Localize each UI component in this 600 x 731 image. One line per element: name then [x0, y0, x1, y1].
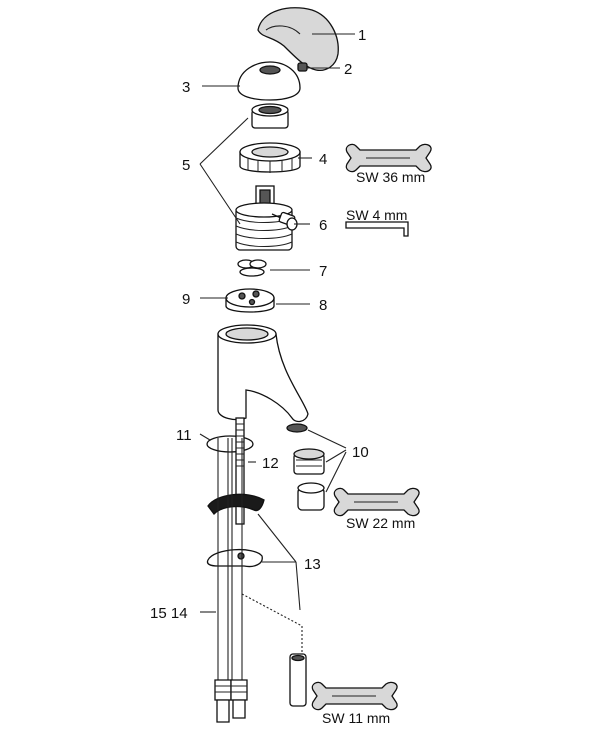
callout-4: 4 [319, 151, 327, 168]
wrench-icon-11 [311, 681, 398, 711]
callout-1: 1 [358, 27, 366, 44]
callout-7: 7 [319, 263, 327, 280]
callout-5: 5 [182, 157, 190, 174]
o-rings [237, 259, 267, 277]
callout-8: 8 [319, 297, 327, 314]
callout-12: 12 [262, 455, 279, 472]
callout-15-14: 15 14 [150, 605, 188, 622]
valve-disc [225, 288, 275, 313]
callout-3: 3 [182, 79, 190, 96]
faucet-body [217, 324, 309, 423]
hex-screw [271, 211, 298, 231]
threaded-rod [235, 417, 245, 525]
callout-2: 2 [344, 61, 352, 78]
base-o-ring [206, 435, 254, 453]
fixing-plate [206, 548, 263, 568]
callout-11: 11 [176, 427, 192, 444]
wrench-icon-36 [345, 143, 432, 173]
ring-upper [251, 103, 289, 129]
callout-9: 9 [182, 291, 190, 308]
pop-up-rod [241, 593, 307, 707]
cover-cap [237, 61, 301, 101]
wrench-label-11: SW 11 mm [322, 710, 390, 726]
wrench-label-4: SW 4 mm [346, 207, 407, 223]
wrench-label-22: SW 22 mm [346, 515, 415, 531]
allen-key-icon [345, 221, 409, 237]
wrench-label-36: SW 36 mm [356, 169, 425, 185]
lever-handle [257, 7, 339, 72]
cartridge [235, 185, 293, 251]
callout-6: 6 [319, 217, 327, 234]
callout-10: 10 [352, 444, 369, 461]
leader-lines [199, 33, 355, 613]
aerator-set [286, 423, 325, 511]
supply-hoses [214, 438, 248, 723]
wrench-icon-22 [333, 487, 420, 517]
grub-screw [297, 62, 308, 72]
callout-13: 13 [304, 556, 321, 573]
large-nut [239, 142, 301, 173]
